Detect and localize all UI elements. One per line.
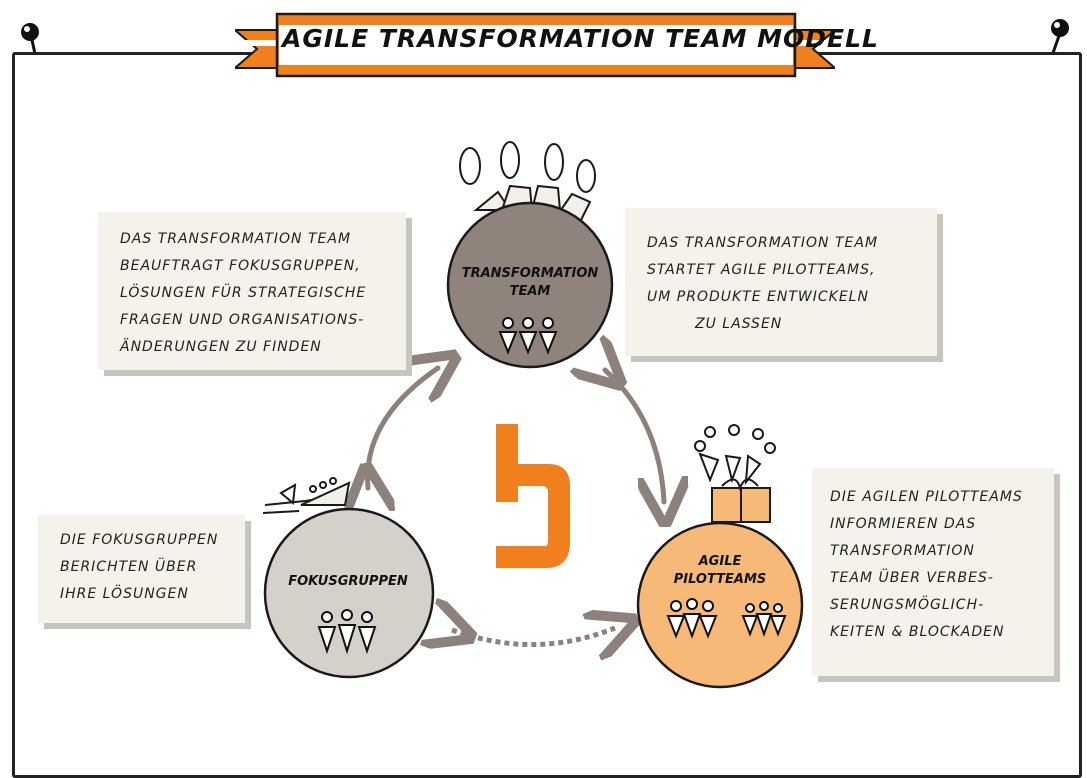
arrow-fokus-pilot (452, 628, 615, 645)
fokusgruppen-node (262, 477, 435, 679)
fokusgruppen-label: FOKUSGRUPPEN (288, 574, 408, 589)
transformation-team-node (446, 141, 614, 369)
pilotteams-label: AGILE PILOTTEAMS (673, 554, 767, 587)
title-banner (235, 12, 835, 78)
pilotteams-node (636, 424, 804, 689)
page-title: AGILE TRANSFORMATION TEAM MODELL (282, 24, 879, 53)
gift-icon (694, 424, 776, 523)
logo-icon (496, 424, 570, 568)
note-right-bottom: DIE AGILEN PILOTTEAMS INFORMIEREN DAS TR… (812, 468, 1054, 676)
people-icon (317, 609, 377, 655)
arrow-fokus-transformation (368, 368, 438, 488)
note-left-top: DAS TRANSFORMATION TEAM BEAUFTRAGT FOKUS… (98, 212, 406, 370)
note-right-top: DAS TRANSFORMATION TEAM STARTET AGILE PI… (625, 208, 937, 356)
arrow-transformation-pilot (605, 370, 664, 502)
transformation-team-label: TRANSFORMATION TEAM (461, 266, 599, 299)
note-left-bottom: DIE FOKUSGRUPPEN BERICHTEN ÜBER IHRE LÖS… (38, 515, 245, 623)
people-icon (666, 598, 787, 639)
people-icon (498, 317, 558, 355)
flow-arrows (0, 0, 1087, 749)
